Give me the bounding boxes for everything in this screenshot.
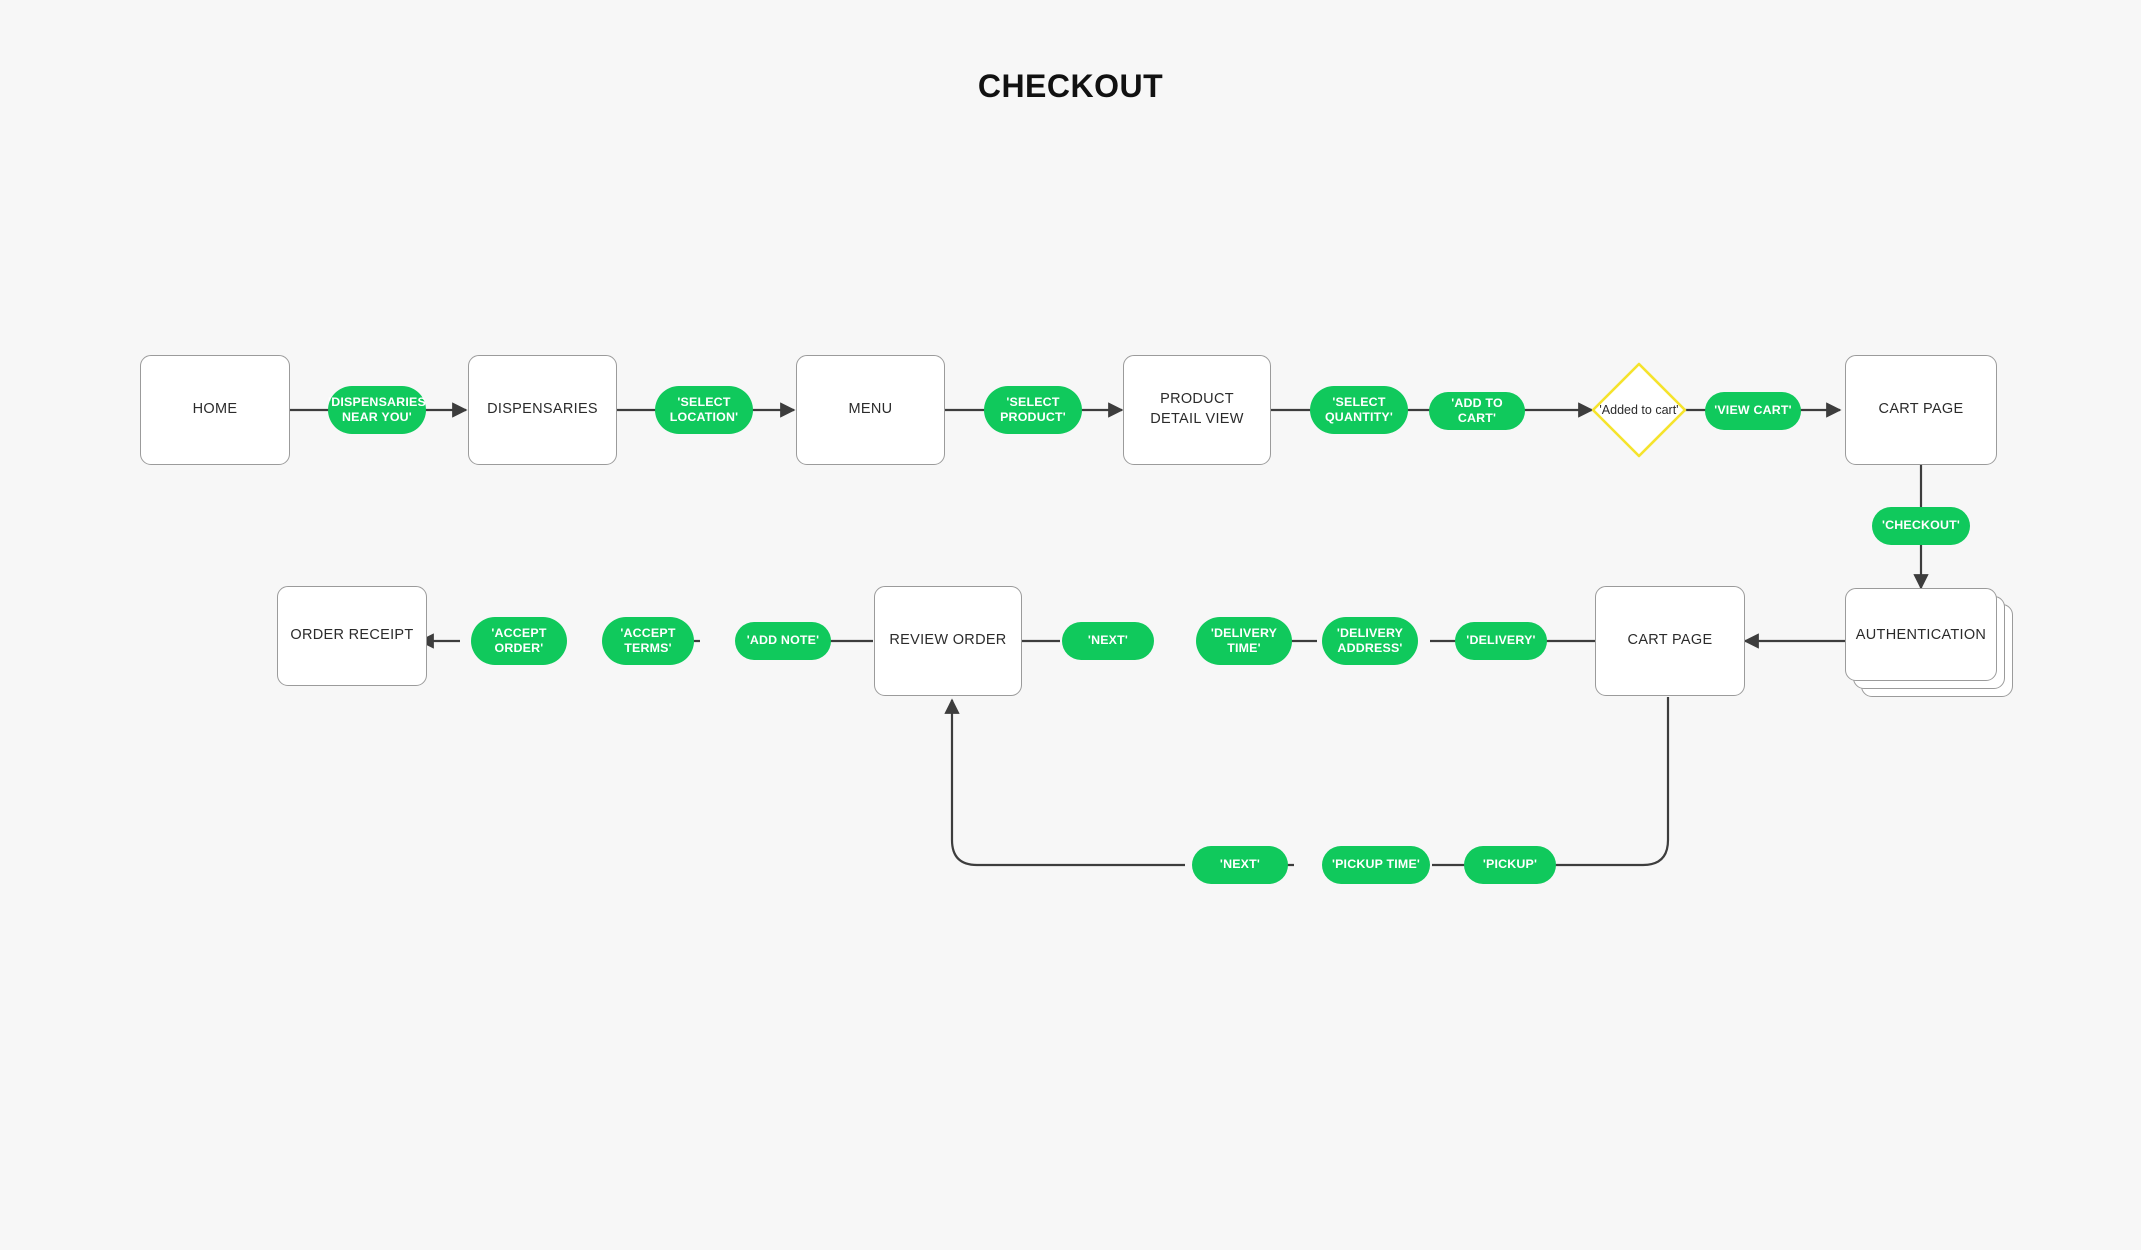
action-select-product-label: 'SELECT PRODUCT' xyxy=(1000,394,1066,425)
action-delivery-address[interactable]: 'DELIVERY ADDRESS' xyxy=(1322,617,1418,665)
node-order-receipt-label: ORDER RECEIPT xyxy=(290,627,414,644)
node-cart-page-1-label: CART PAGE xyxy=(1878,401,1964,418)
action-pickup-time-label: 'PICKUP TIME' xyxy=(1331,857,1421,872)
edge-pickup-loop xyxy=(1546,697,1670,867)
action-accept-terms-label: 'ACCEPT TERMS' xyxy=(620,625,676,656)
action-select-location-label: 'SELECT LOCATION' xyxy=(669,394,739,425)
action-checkout[interactable]: 'CHECKOUT' xyxy=(1872,507,1970,545)
node-home[interactable]: HOME xyxy=(140,355,290,465)
action-select-product[interactable]: 'SELECT PRODUCT' xyxy=(984,386,1082,434)
decision-added-to-cart[interactable]: 'Added to cart' xyxy=(1589,360,1689,460)
action-dispensaries-near-you[interactable]: 'DISPENSARIES NEAR YOU' xyxy=(328,386,426,434)
action-pickup-time[interactable]: 'PICKUP TIME' xyxy=(1322,846,1430,884)
action-delivery[interactable]: 'DELIVERY' xyxy=(1455,622,1547,660)
node-product-detail-view[interactable]: PRODUCT DETAIL VIEW xyxy=(1123,355,1271,465)
action-dispensaries-near-you-label: 'DISPENSARIES NEAR YOU' xyxy=(328,394,426,425)
action-view-cart-label: 'VIEW CART' xyxy=(1714,403,1792,418)
diamond-shape-icon xyxy=(1591,362,1687,458)
action-delivery-label: 'DELIVERY' xyxy=(1466,633,1536,648)
action-add-to-cart-label: 'ADD TO CART' xyxy=(1451,395,1503,426)
node-home-label: HOME xyxy=(192,401,238,418)
action-accept-order[interactable]: 'ACCEPT ORDER' xyxy=(471,617,567,665)
action-pickup-label: 'PICKUP' xyxy=(1482,857,1538,872)
action-add-note-label: 'ADD NOTE' xyxy=(746,633,820,648)
action-delivery-address-label: 'DELIVERY ADDRESS' xyxy=(1336,625,1404,656)
node-dispensaries-label: DISPENSARIES xyxy=(487,401,598,418)
action-pickup[interactable]: 'PICKUP' xyxy=(1464,846,1556,884)
action-next-delivery-label: 'NEXT' xyxy=(1087,633,1129,648)
action-add-to-cart[interactable]: 'ADD TO CART' xyxy=(1429,392,1525,430)
node-cart-page-1[interactable]: CART PAGE xyxy=(1845,355,1997,465)
action-select-location[interactable]: 'SELECT LOCATION' xyxy=(655,386,753,434)
action-next-delivery[interactable]: 'NEXT' xyxy=(1062,622,1154,660)
node-menu-label: MENU xyxy=(848,401,893,418)
node-menu[interactable]: MENU xyxy=(796,355,945,465)
action-select-quantity-label: 'SELECT QUANTITY' xyxy=(1324,394,1394,425)
node-cart-page-2[interactable]: CART PAGE xyxy=(1595,586,1745,696)
action-delivery-time[interactable]: 'DELIVERY TIME' xyxy=(1196,617,1292,665)
action-select-quantity[interactable]: 'SELECT QUANTITY' xyxy=(1310,386,1408,434)
node-dispensaries[interactable]: DISPENSARIES xyxy=(468,355,617,465)
node-authentication[interactable]: AUTHENTICATION xyxy=(1845,588,2015,713)
action-next-pickup[interactable]: 'NEXT' xyxy=(1192,846,1288,884)
edge-nextpickup-to-revieworder xyxy=(944,698,1185,867)
action-accept-order-label: 'ACCEPT ORDER' xyxy=(491,625,547,656)
node-review-order[interactable]: REVIEW ORDER xyxy=(874,586,1022,696)
action-accept-terms[interactable]: 'ACCEPT TERMS' xyxy=(602,617,694,665)
node-order-receipt[interactable]: ORDER RECEIPT xyxy=(277,586,427,686)
node-product-detail-view-label: PRODUCT DETAIL VIEW xyxy=(1150,391,1244,427)
action-delivery-time-label: 'DELIVERY TIME' xyxy=(1210,625,1278,656)
page-title: CHECKOUT xyxy=(977,68,1164,104)
action-checkout-label: 'CHECKOUT' xyxy=(1881,518,1961,533)
node-authentication-label: AUTHENTICATION xyxy=(1855,626,1987,643)
node-cart-page-2-label: CART PAGE xyxy=(1627,632,1713,649)
action-next-pickup-label: 'NEXT' xyxy=(1219,857,1261,872)
authentication-sheet-front: AUTHENTICATION xyxy=(1845,588,1997,681)
action-add-note[interactable]: 'ADD NOTE' xyxy=(735,622,831,660)
node-review-order-label: REVIEW ORDER xyxy=(889,632,1007,649)
action-view-cart[interactable]: 'VIEW CART' xyxy=(1705,392,1801,430)
decision-added-to-cart-label: 'Added to cart' xyxy=(1599,402,1679,417)
